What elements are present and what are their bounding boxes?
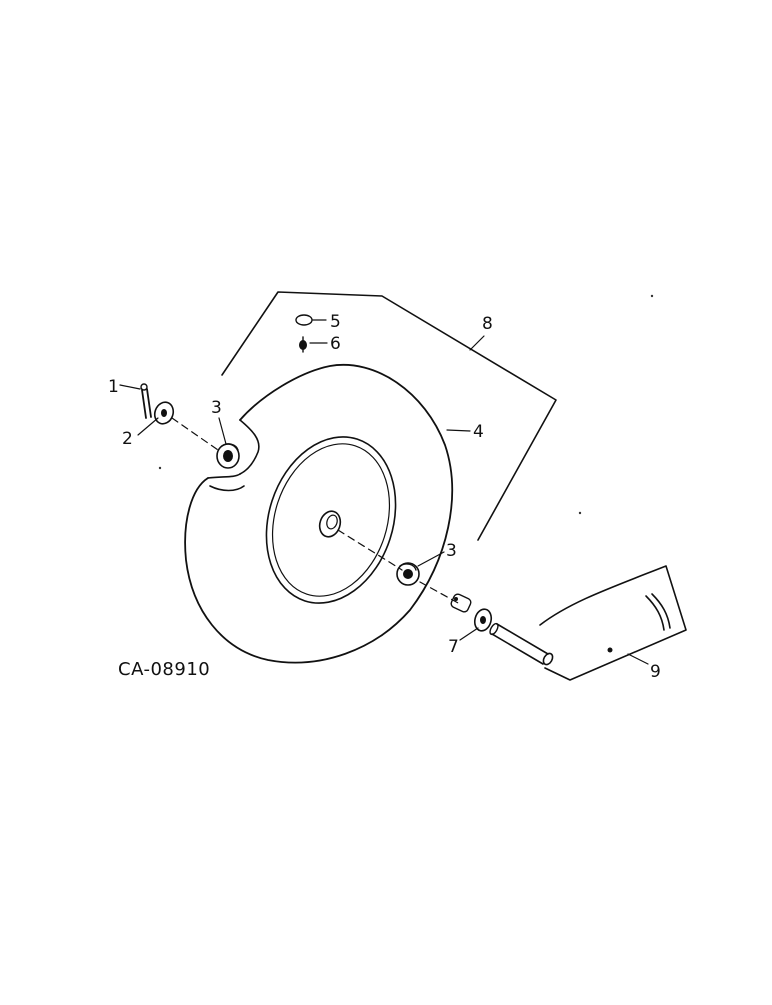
axle-center-line bbox=[171, 417, 461, 605]
tire-4 bbox=[184, 363, 454, 664]
cotter-pin-1 bbox=[140, 383, 152, 419]
mounting-plate-9 bbox=[539, 565, 687, 681]
axle-shaft bbox=[489, 622, 554, 666]
callout-5: 5 bbox=[330, 312, 341, 332]
bearing-3-left bbox=[216, 443, 240, 469]
callout-3-left: 3 bbox=[211, 398, 222, 418]
callout-6: 6 bbox=[330, 334, 341, 354]
callout-4: 4 bbox=[473, 422, 484, 442]
valve-cap-5 bbox=[295, 314, 313, 326]
valve-stem-6 bbox=[299, 336, 307, 353]
callout-leaders bbox=[119, 319, 649, 665]
bearing-3-right bbox=[396, 562, 420, 586]
washer-7 bbox=[473, 608, 493, 632]
callout-2: 2 bbox=[122, 429, 133, 449]
assembly-bracket-8 bbox=[221, 291, 557, 541]
scan-specks bbox=[158, 294, 654, 515]
callout-1: 1 bbox=[108, 377, 119, 397]
callout-3-right: 3 bbox=[446, 541, 457, 561]
drawing-id: CA-08910 bbox=[118, 659, 210, 680]
callout-8: 8 bbox=[482, 314, 493, 334]
callout-7: 7 bbox=[448, 637, 459, 657]
washer-2 bbox=[153, 401, 175, 425]
spacer-sleeve bbox=[450, 593, 472, 613]
callout-labels: 1 2 3 3 4 5 6 7 8 9 bbox=[108, 312, 661, 682]
callout-9: 9 bbox=[650, 662, 661, 682]
